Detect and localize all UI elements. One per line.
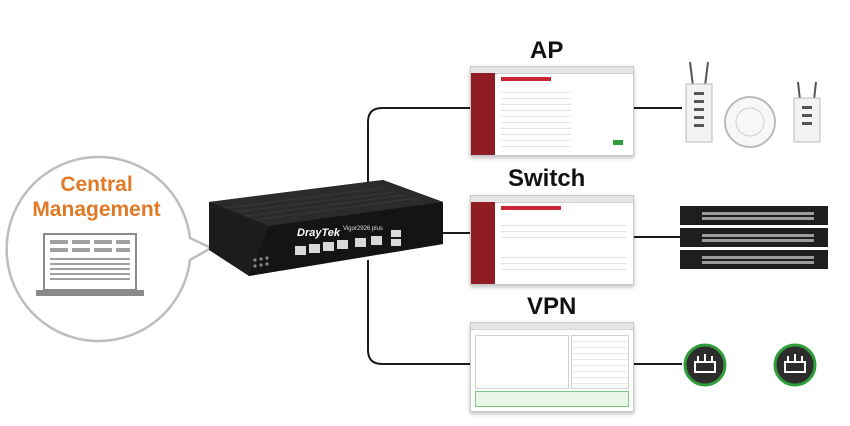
router-brand: DrayTek [297,227,341,239]
laptop-icon [36,233,144,296]
ap-title: AP [530,37,564,64]
ceiling-ap-icon [724,96,776,148]
ap-management-screen [470,66,634,156]
ap-antenna-icon [685,61,713,143]
switch-management-screen [470,195,634,285]
line-router-to-vpn [367,260,470,365]
router-model: Vigor2926 plus [343,226,383,232]
line-router-to-ap [367,107,470,178]
ap-antenna-icon-2 [793,81,821,143]
central-line-1: Central [60,173,133,196]
vpn-management-screen [470,322,634,412]
central-line-2: Management [32,198,161,221]
vpn-router-icon-2 [773,343,817,387]
router-device: DrayTek Vigor2926 plus [209,180,443,276]
central-management-title: Central Management [14,172,179,222]
vpn-router-icon [683,343,727,387]
switch-title: Switch [508,165,586,192]
vpn-title: VPN [527,293,577,320]
switch-icon [680,206,828,269]
